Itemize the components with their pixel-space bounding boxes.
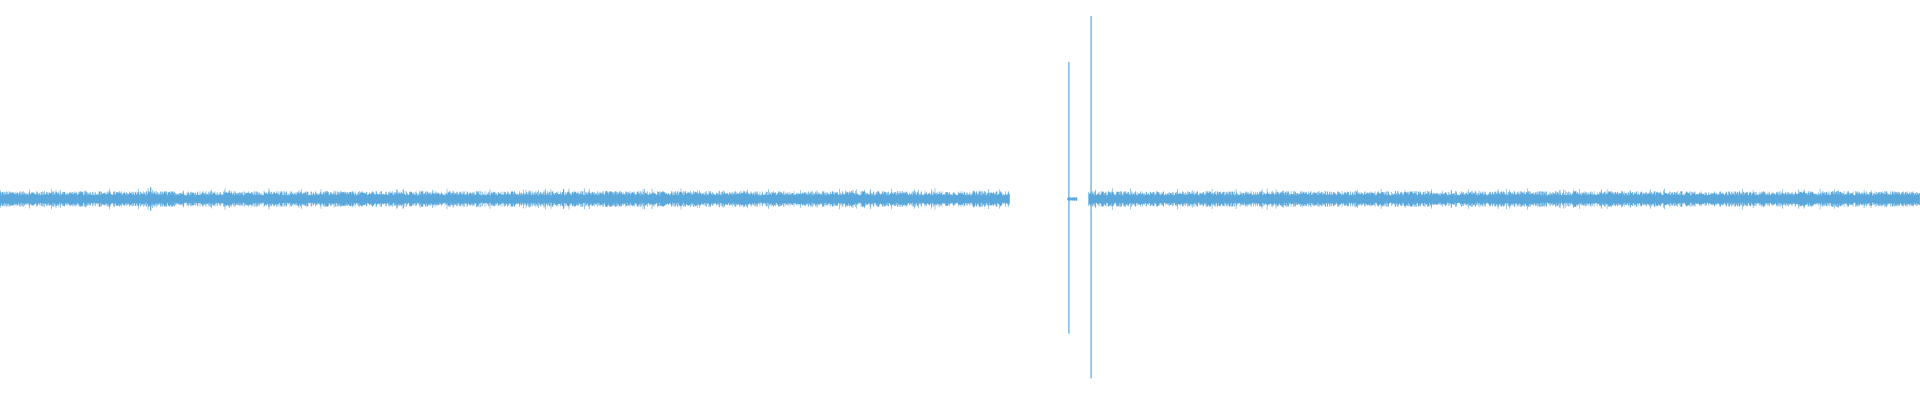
waveform-segment [1088,188,1920,210]
waveform-segment [0,188,1010,210]
waveform-series [0,15,1920,379]
